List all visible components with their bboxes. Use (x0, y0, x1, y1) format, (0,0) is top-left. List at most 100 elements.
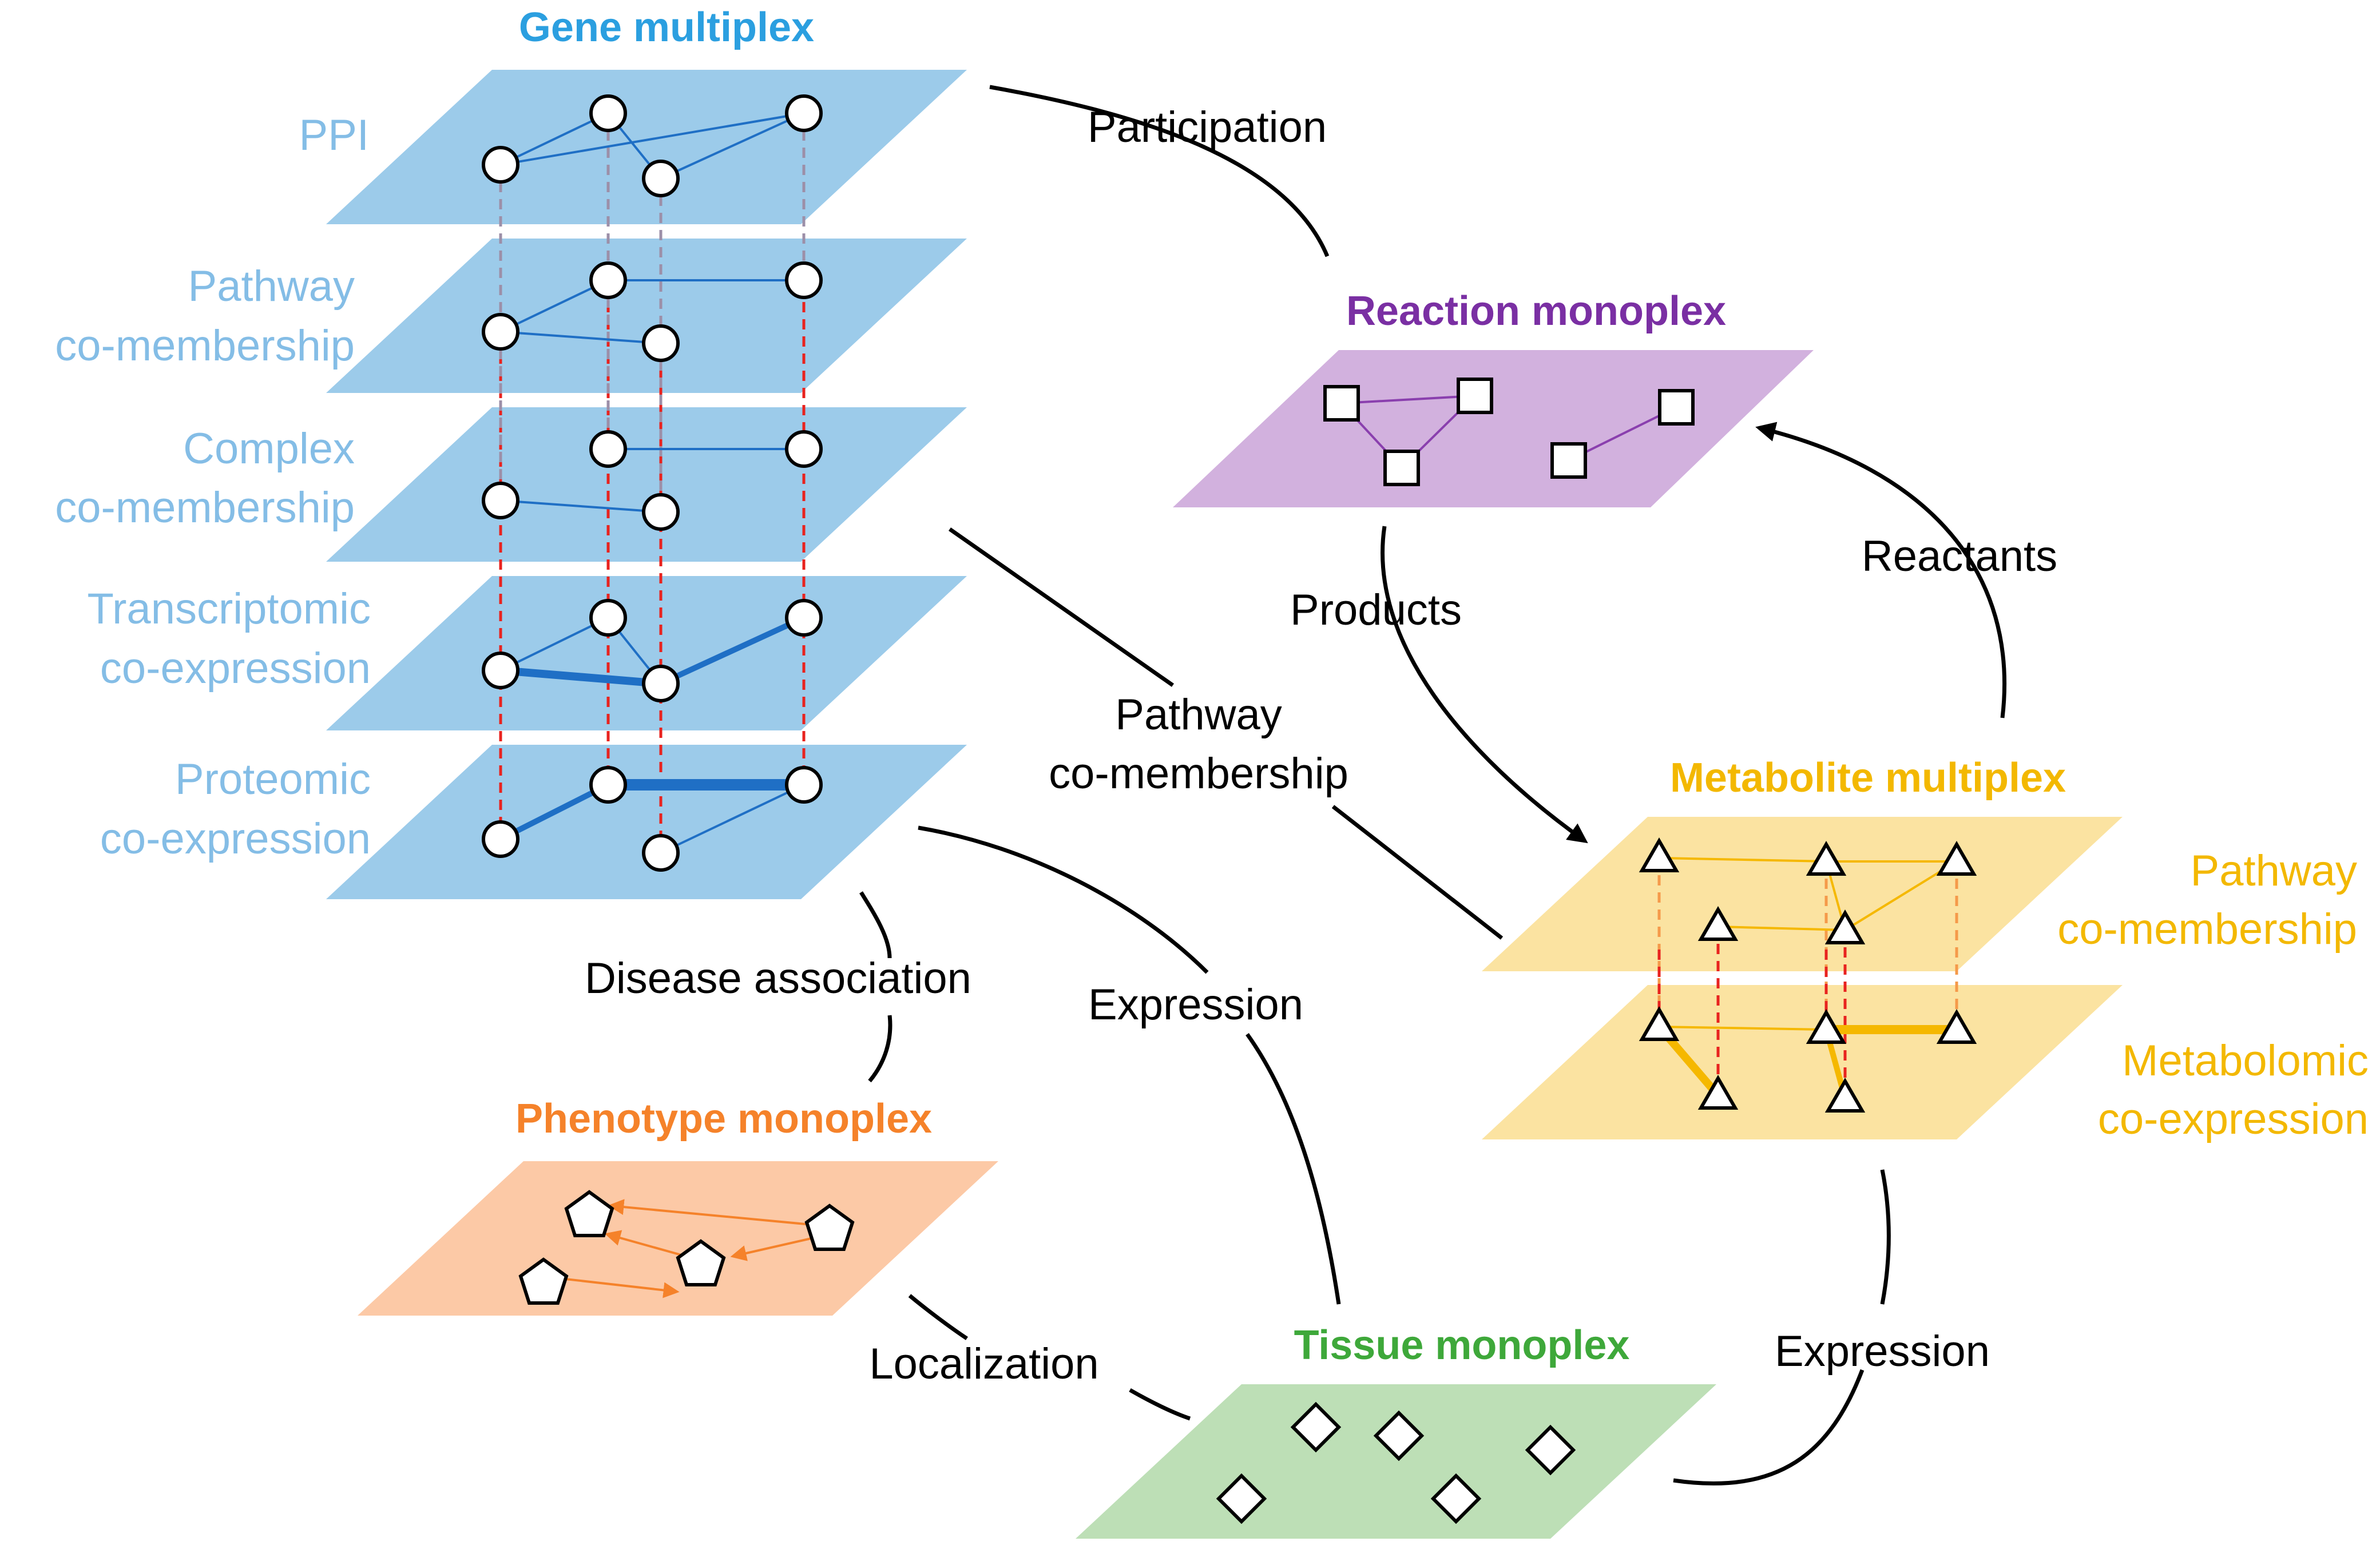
gene-node-circle (482, 313, 519, 351)
tissue-node-diamond (1216, 1473, 1267, 1524)
metabolite-nodes (1639, 837, 1977, 1113)
pathway-comembership-label-2: co-membership (1049, 749, 1348, 798)
gene-node-circle (785, 94, 823, 132)
metabolite-multiplex: Metabolite multiplex Pathway co-membersh… (1482, 755, 2369, 1143)
metabolite-node-triangle (1639, 837, 1680, 872)
metabolite-node-triangle (1697, 1074, 1739, 1110)
reaction-plane (1173, 350, 1814, 507)
gene-layer-plane-ppi (326, 70, 967, 224)
reaction-node-square (1383, 450, 1420, 486)
tissue-node-diamond (1525, 1424, 1576, 1476)
gene-layer-plane-pathway (326, 239, 967, 393)
gene-node-circle (589, 430, 627, 468)
metabolite-layer-plane-pathway (1482, 817, 2123, 971)
gene-intralayer-edges (499, 112, 806, 854)
disease-association-arc-lower (868, 1015, 892, 1083)
gene-node-circle (642, 160, 680, 197)
expression-metabolite-label: Expression (1775, 1327, 1990, 1376)
reactants-label: Reactants (1862, 532, 2057, 581)
gene-layer-label-transcriptomic-2: co-expression (100, 644, 371, 693)
tissue-node-diamond (1290, 1401, 1342, 1453)
gene-layer-plane-complex (326, 407, 967, 562)
gene-layer-label-proteomic-2: co-expression (100, 815, 371, 863)
gene-node-circle (785, 599, 823, 637)
metabolite-layer-label-metabolomic-1: Metabolomic (2122, 1036, 2369, 1085)
gene-node-circle (642, 324, 680, 362)
reactants-arc (1755, 422, 2007, 718)
gene-node-circle (482, 820, 519, 858)
gene-node-circle (785, 430, 823, 468)
gene-nodes (482, 94, 823, 872)
products-arc (1381, 526, 1588, 844)
expression-gene-arc-upper (918, 825, 1209, 974)
gene-layer-plane-proteomic (326, 745, 967, 899)
pathway-comembership-line-upper (948, 527, 1175, 687)
gene-node-circle (642, 834, 680, 872)
tissue-monoplex-title: Tissue monoplex (1294, 1322, 1630, 1368)
gene-node-circle (785, 261, 823, 299)
participation-label: Participation (1088, 103, 1327, 152)
disease-association-label: Disease association (585, 954, 971, 1003)
metabolite-layer-label-pathway-1: Pathway (2191, 847, 2358, 895)
reaction-nodes (1323, 378, 1695, 486)
gene-layer-label-pathway-2: co-membership (55, 321, 355, 370)
phenotype-plane (358, 1161, 998, 1316)
gene-node-circle (589, 599, 627, 637)
metabolite-layer-label-metabolomic-2: co-expression (2098, 1095, 2369, 1143)
phenotype-node-pentagon (564, 1190, 614, 1237)
metabolite-node-triangle (1936, 840, 1977, 876)
phenotype-node-pentagon (676, 1239, 726, 1286)
gene-layer-plane-transcriptomic (326, 576, 967, 730)
metabolite-node-triangle (1639, 1006, 1680, 1041)
gene-layer-label-transcriptomic-1: Transcriptomic (88, 585, 371, 633)
metabolite-layer-label-pathway-2: co-membership (2057, 905, 2357, 954)
participation-arc (989, 85, 1330, 257)
tissue-plane (1076, 1384, 1716, 1539)
metabolite-node-triangle (1697, 905, 1739, 941)
phenotype-monoplex: Phenotype monoplex (358, 1096, 998, 1316)
reaction-node-square (1323, 385, 1360, 422)
bipartite-arcs (859, 85, 2007, 1485)
gene-node-circle (785, 766, 823, 804)
tissue-node-diamond (1430, 1473, 1482, 1524)
localization-arc-upper (908, 1294, 968, 1340)
reaction-monoplex-title: Reaction monoplex (1346, 288, 1726, 334)
metabolite-node-triangle (1824, 909, 1866, 944)
gene-node-circle (589, 766, 627, 804)
tissue-nodes (1216, 1401, 1576, 1524)
phenotype-monoplex-title: Phenotype monoplex (515, 1096, 932, 1142)
gene-node-circle (589, 94, 627, 132)
tissue-monoplex: Tissue monoplex (1076, 1322, 1716, 1539)
gene-node-circle (642, 493, 680, 531)
gene-node-circle (482, 482, 519, 519)
expression-gene-arc-lower (1245, 1032, 1341, 1305)
gene-node-circle (482, 652, 519, 689)
reaction-node-square (1457, 378, 1493, 414)
metabolite-node-triangle (1806, 840, 1847, 876)
phenotype-node-pentagon (804, 1204, 855, 1251)
metabolite-intralayer-edges (1656, 857, 1958, 1099)
pathway-comembership-label-1: Pathway (1115, 690, 1282, 739)
localization-arc-lower (1129, 1388, 1191, 1421)
expression-gene-label: Expression (1088, 980, 1303, 1029)
gene-node-circle (482, 146, 519, 184)
pathway-comembership-line-lower (1331, 805, 1504, 940)
metabolite-node-triangle (1936, 1008, 1977, 1044)
gene-node-circle (589, 261, 627, 299)
phenotype-nodes (518, 1190, 855, 1305)
metabolite-interlayer-links (1657, 858, 1958, 1098)
gene-layer-label-proteomic-1: Proteomic (175, 755, 371, 804)
reaction-node-square (1550, 442, 1587, 479)
localization-label: Localization (869, 1340, 1098, 1388)
phenotype-node-pentagon (518, 1257, 569, 1305)
gene-node-circle (642, 665, 680, 702)
gene-multiplex: Gene multiplex PPI Pathway co-membership… (55, 5, 967, 899)
phenotype-edges (565, 1199, 812, 1298)
metabolite-multiplex-title: Metabolite multiplex (1670, 755, 2066, 801)
gene-layer-label-complex-2: co-membership (55, 483, 355, 532)
expression-metabolite-arc-upper (1880, 1169, 1891, 1305)
gene-layer-label-pathway-1: Pathway (188, 262, 355, 311)
metabolite-node-triangle (1806, 1008, 1847, 1044)
